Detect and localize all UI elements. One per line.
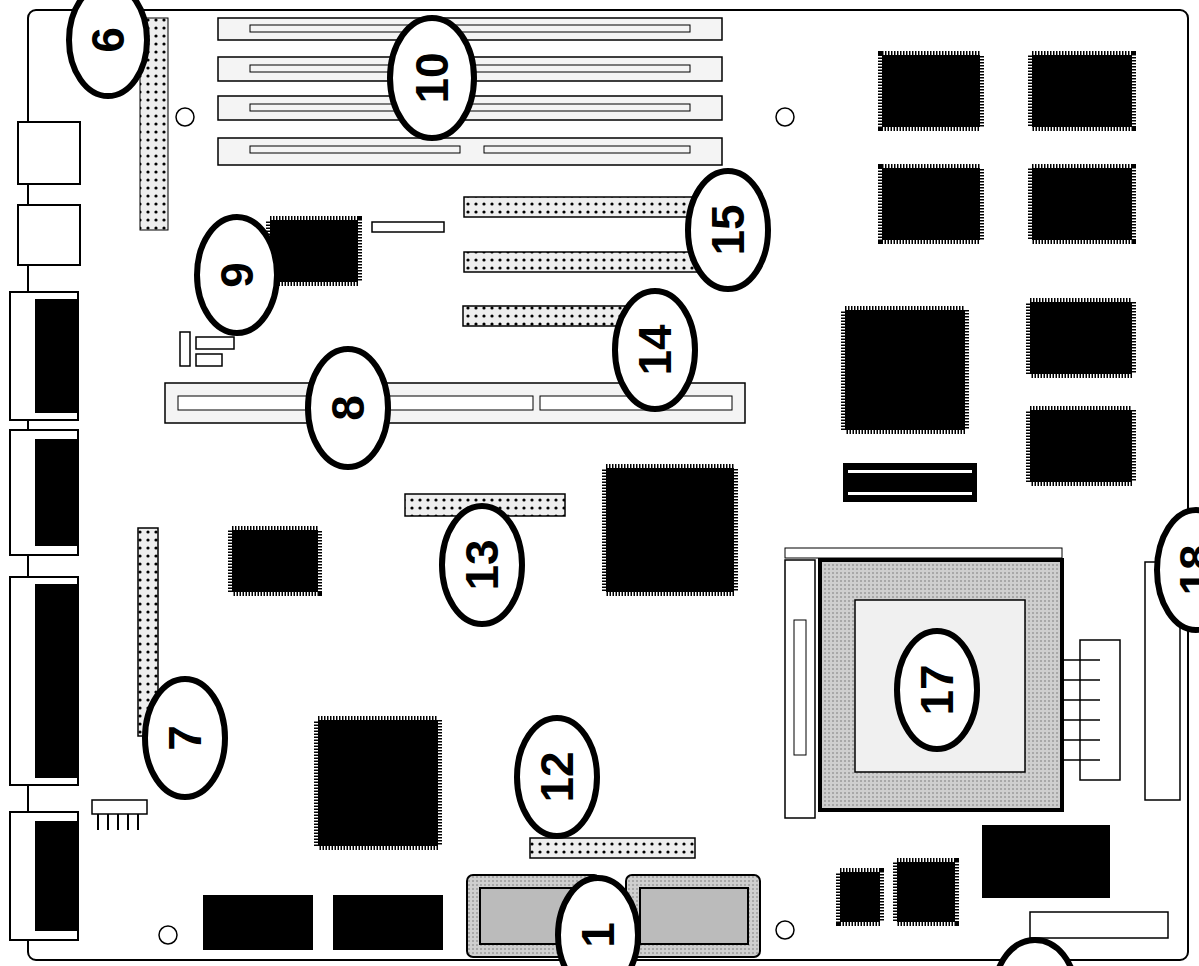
callout-oval: 6 <box>66 0 150 99</box>
callout-oval: 1 <box>555 875 641 966</box>
callout-number: 6 <box>85 27 131 53</box>
callout-oval: 12 <box>514 715 600 839</box>
callout-number: 1 <box>575 922 621 948</box>
callout-number: 10 <box>409 52 455 103</box>
callout-oval: 13 <box>439 503 525 627</box>
callout-oval: 8 <box>305 346 391 470</box>
callout-number: 7 <box>162 725 208 751</box>
callout-oval: 18 <box>1154 507 1199 633</box>
callout-number: 18 <box>1173 544 1199 595</box>
callout-number: 17 <box>914 664 960 715</box>
callout-number: 12 <box>534 751 580 802</box>
callout-number: 13 <box>459 539 505 590</box>
callout-oval: 14 <box>612 288 698 412</box>
callout-number: 8 <box>325 395 371 421</box>
oval-outline <box>555 875 641 966</box>
callout-oval: 17 <box>894 628 980 752</box>
callout-oval: 10 <box>387 15 477 141</box>
callout-number: 9 <box>214 262 260 288</box>
callout-number: 14 <box>632 324 678 375</box>
callout-oval: 7 <box>142 676 228 800</box>
callout-oval: 9 <box>194 214 280 336</box>
callout-number: 15 <box>705 204 751 255</box>
callout-oval: 15 <box>685 168 771 292</box>
